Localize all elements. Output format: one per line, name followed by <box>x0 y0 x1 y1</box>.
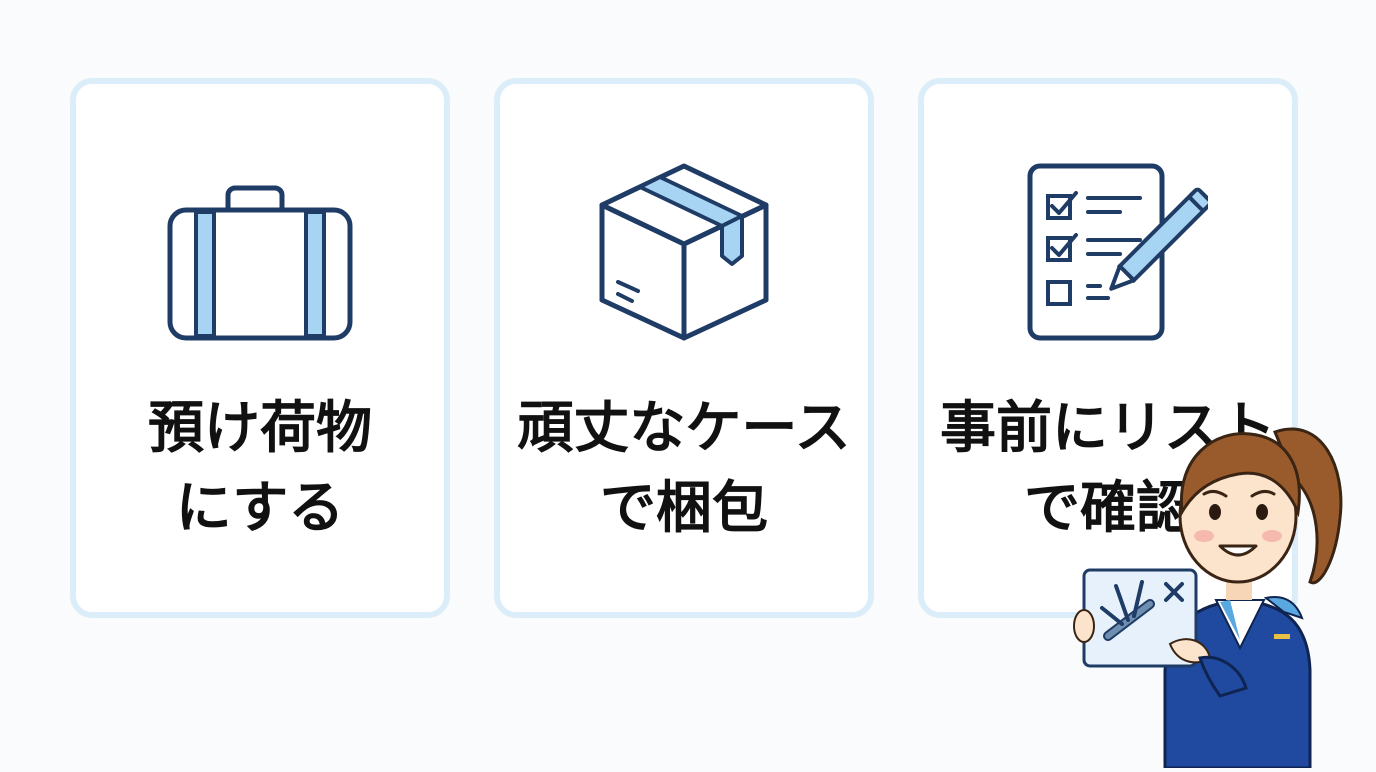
card-label-line1: 預け荷物 <box>148 396 372 461</box>
suitcase-icon <box>76 160 444 350</box>
card-checked-baggage: 預け荷物 にする <box>70 78 450 618</box>
box-icon <box>500 160 868 350</box>
card-label: 預け荷物 にする <box>76 389 444 549</box>
flight-attendant-illustration <box>1070 408 1376 770</box>
card-label: 頑丈なケース で梱包 <box>500 389 868 549</box>
card-label-line1: 頑丈なケース <box>517 396 851 461</box>
card-label-line2: で梱包 <box>600 476 768 541</box>
prohibited-knife-icon <box>1100 580 1184 641</box>
checklist-icon <box>924 160 1292 350</box>
card-sturdy-case: 頑丈なケース で梱包 <box>494 78 874 618</box>
card-label-line2: にする <box>175 476 345 541</box>
card-label-line2: で確認 <box>1024 476 1192 541</box>
